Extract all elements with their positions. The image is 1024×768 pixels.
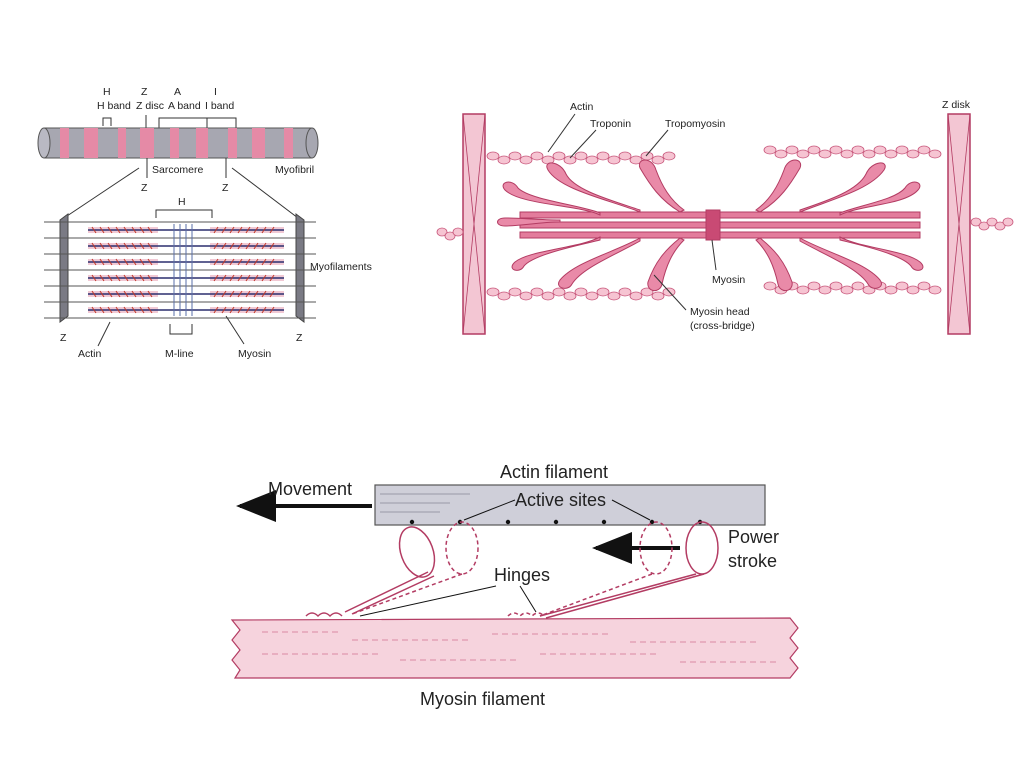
zoom-line-left <box>64 168 139 218</box>
z-label-upper-left: Z <box>141 182 148 194</box>
h-band-bracket <box>103 118 111 126</box>
myosin-pointer <box>226 316 244 344</box>
actin-filament-label: Actin filament <box>500 462 608 482</box>
myosin-pointer-2 <box>712 240 716 270</box>
myosin-filament-bar <box>232 618 798 678</box>
cross-bridge-right <box>540 522 718 618</box>
a-letter: A <box>174 86 181 98</box>
z-label-upper-right: Z <box>222 182 229 194</box>
fig3-power-stroke-diagram: Actin filament Movement Active sites Pow… <box>232 462 798 709</box>
actin-pointer-2 <box>548 114 575 152</box>
actin-label: Actin <box>78 348 102 360</box>
actin-stub-right <box>971 218 1013 230</box>
myosin-thick-filament <box>520 210 920 240</box>
m-line-bracket <box>170 324 192 334</box>
tropomyosin-label: Tropomyosin <box>665 118 725 130</box>
h-band-label: H band <box>97 100 131 112</box>
i-band-label: I band <box>205 100 234 112</box>
myofilaments-label: Myofilaments <box>310 261 372 273</box>
hinges-pointer-right <box>520 586 536 612</box>
fig1-myofibril-diagram: H H band Z Z disc A A band I I band Sarc… <box>38 86 372 360</box>
i-band-bracket <box>207 118 236 128</box>
sarcomere-label: Sarcomere <box>152 164 204 176</box>
myofibril-label: Myofibril <box>275 164 314 176</box>
z-label-lower-right: Z <box>296 332 303 344</box>
z-disc-z-letter: Z <box>141 86 148 98</box>
m-line-label: M-line <box>165 348 194 360</box>
myosin-filament-label: Myosin filament <box>420 689 545 709</box>
troponin-label: Troponin <box>590 118 631 130</box>
a-band-label: A band <box>168 100 201 112</box>
actin-chain-top-right <box>764 146 941 158</box>
stroke-label: stroke <box>728 551 777 571</box>
fig2-sarcomere-detail: Actin Troponin Tropomyosin Z disk Myosin… <box>437 99 1013 334</box>
hinges-label: Hinges <box>494 565 550 585</box>
h-bracket <box>156 210 212 218</box>
actin-stub-left <box>437 228 463 240</box>
fig2-actin-label: Actin <box>570 101 594 113</box>
myofibril-end-right <box>306 128 318 158</box>
cross-bridge-label: (cross-bridge) <box>690 320 755 332</box>
actin-chain-bottom-left <box>487 288 675 300</box>
myosin-label: Myosin <box>238 348 271 360</box>
myofibril-bands <box>60 128 293 158</box>
z-disc-left <box>60 214 68 322</box>
movement-label: Movement <box>268 479 352 499</box>
cross-bridge-left <box>306 522 441 616</box>
myofibril-end-left <box>38 128 50 158</box>
h-label: H <box>178 196 186 208</box>
fig2-myosin-label: Myosin <box>712 274 745 286</box>
z-disc-right <box>296 214 304 322</box>
myosin-head-label: Myosin head <box>690 306 750 318</box>
power-label: Power <box>728 527 779 547</box>
z-disk-label: Z disk <box>942 99 971 111</box>
z-label-lower-left: Z <box>60 332 67 344</box>
a-band-bracket <box>159 118 207 128</box>
i-letter: I <box>214 86 217 98</box>
actin-pointer <box>98 322 110 346</box>
tropomyosin-pointer <box>646 130 668 156</box>
myofilament-rows <box>44 222 316 318</box>
z-disc-label: Z disc <box>136 100 164 112</box>
active-sites-label: Active sites <box>515 490 606 510</box>
h-band-label-line1: H <box>103 86 111 98</box>
